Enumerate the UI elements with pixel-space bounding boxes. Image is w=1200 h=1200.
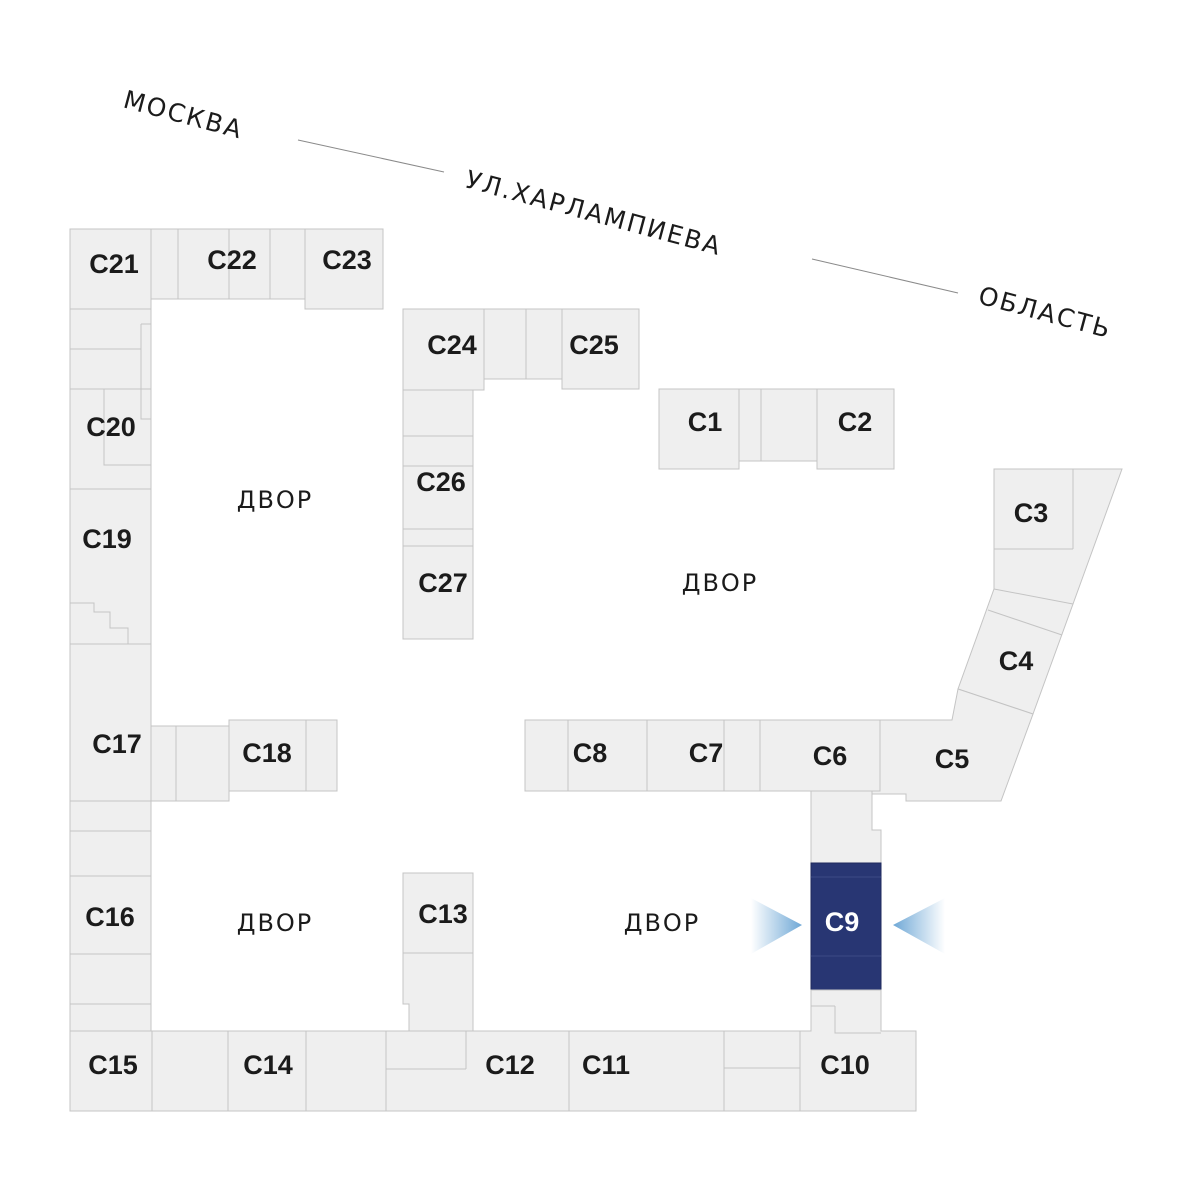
section-c8-block[interactable] (524, 719, 648, 792)
section-c9-selected[interactable] (751, 862, 945, 991)
section-c1-c2-link (738, 388, 818, 462)
building-c13-block (402, 872, 474, 1032)
building-top-right-block (658, 388, 895, 470)
section-label-c1: С1 (688, 407, 723, 437)
section-label-c23: С23 (322, 245, 372, 275)
yard-label-top-right: ДВОР (682, 569, 759, 597)
section-c2-block[interactable] (816, 388, 895, 470)
section-c11-c10-link (723, 1030, 801, 1112)
section-label-c22: С22 (207, 245, 257, 275)
street-labels: МОСКВА УЛ.ХАРЛАМПИЕВА ОБЛАСТЬ (120, 85, 1114, 344)
section-c7-block[interactable] (646, 719, 761, 792)
building-bottom-wing (151, 989, 917, 1112)
section-label-c16: С16 (85, 902, 135, 932)
section-label-c21: С21 (89, 249, 139, 279)
street-line-2 (811, 258, 959, 294)
yard-label-top-left: ДВОР (237, 486, 314, 514)
street-line-1 (297, 139, 445, 173)
section-c15-block[interactable] (69, 1030, 153, 1112)
section-label-c4: С4 (999, 646, 1034, 676)
section-labels: С1 С2 С3 С4 С5 С6 С7 С8 С9 С10 С11 С12 С… (82, 245, 1048, 1080)
street-name-label: УЛ.ХАРЛАМПИЕВА (462, 165, 725, 261)
section-label-c11: С11 (582, 1050, 630, 1080)
section-label-c2: С2 (838, 407, 873, 437)
section-c14-block[interactable] (151, 1030, 387, 1112)
section-label-c24: С24 (427, 330, 477, 360)
wall-line (140, 323, 151, 389)
section-c13-block[interactable] (402, 872, 474, 1032)
section-c3-block[interactable] (993, 468, 1123, 605)
section-c23-block[interactable] (304, 228, 384, 310)
section-label-c26: С26 (416, 467, 466, 497)
section-c20-block[interactable] (69, 388, 152, 490)
section-c9-block[interactable] (810, 862, 882, 991)
building-middle-block (402, 308, 640, 640)
section-c6-stem (810, 790, 882, 864)
section-label-c18: С18 (242, 738, 292, 768)
pointer-left-arrow-icon (751, 898, 802, 954)
wall-line (811, 1005, 881, 1034)
yard-labels: ДВОР ДВОР ДВОР ДВОР (237, 486, 759, 937)
section-c24-c25-link (483, 308, 563, 380)
section-c25-block[interactable] (561, 308, 640, 390)
section-label-c6: С6 (813, 741, 848, 771)
wall-line (987, 609, 1063, 636)
wall-line (103, 389, 151, 466)
section-label-c14: С14 (243, 1050, 293, 1080)
section-label-c12: С12 (485, 1050, 535, 1080)
section-label-c9: С9 (825, 907, 860, 937)
section-c1-block[interactable] (658, 388, 740, 470)
section-c26-upper-block (402, 389, 474, 437)
section-label-c15: С15 (88, 1050, 138, 1080)
section-label-c13: С13 (418, 899, 468, 929)
section-label-c25: С25 (569, 330, 619, 360)
section-label-c5: С5 (935, 744, 970, 774)
section-label-c27: С27 (418, 568, 468, 598)
section-c11-block[interactable] (568, 1030, 725, 1112)
building-left-wing (69, 228, 338, 1112)
section-label-c8: С8 (573, 738, 608, 768)
section-c10-block[interactable] (799, 989, 917, 1112)
section-label-c3: С3 (1014, 498, 1049, 528)
section-label-c19: С19 (82, 524, 132, 554)
building-right-wing (524, 468, 1123, 864)
city-label: МОСКВА (120, 85, 246, 145)
section-c24-block[interactable] (402, 308, 485, 391)
section-c18-block[interactable] (228, 719, 338, 792)
region-label: ОБЛАСТЬ (975, 281, 1114, 344)
section-c21-block[interactable] (69, 228, 152, 310)
yard-label-bottom-right: ДВОР (624, 909, 701, 937)
section-c27-block[interactable] (402, 545, 474, 640)
section-c12-block[interactable] (385, 1030, 570, 1112)
section-c17-block[interactable] (69, 643, 152, 802)
section-label-c20: С20 (86, 412, 136, 442)
section-c26-block[interactable] (402, 435, 474, 547)
section-c17-annex (150, 725, 230, 802)
section-label-c10: С10 (820, 1050, 870, 1080)
stair-line (70, 602, 129, 644)
section-label-c7: С7 (689, 738, 724, 768)
building-top-left-wing (150, 228, 384, 310)
section-c16-upper-block (69, 800, 152, 877)
pointer-right-arrow-icon (893, 898, 945, 954)
yard-label-bottom-left: ДВОР (237, 909, 314, 937)
section-label-c17: С17 (92, 729, 142, 759)
